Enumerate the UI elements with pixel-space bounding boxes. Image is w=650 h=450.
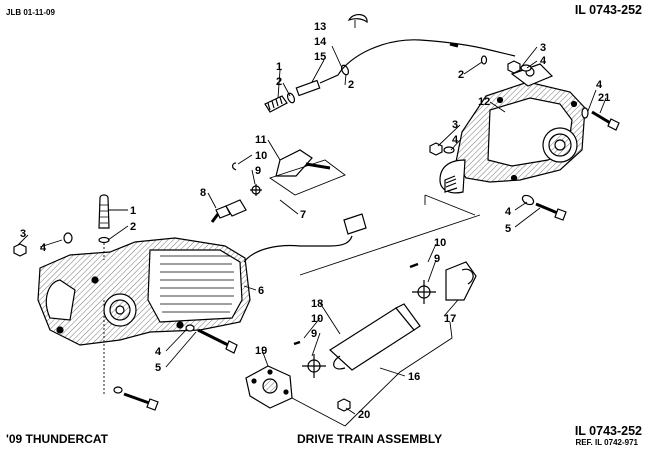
bolt-5-low bbox=[123, 392, 153, 406]
bolt-5-rear-head bbox=[554, 208, 567, 221]
callout-5-front: 5 bbox=[155, 362, 161, 374]
callout-2-top-b: 2 bbox=[348, 79, 354, 91]
nut-3b bbox=[429, 142, 443, 156]
harness-connector bbox=[343, 213, 367, 235]
callout-5-rear: 5 bbox=[505, 223, 511, 235]
callout-21: 21 bbox=[598, 92, 610, 104]
footer-illustration-id: IL 0743-252 bbox=[574, 424, 642, 438]
callout-4-rear-d: 4 bbox=[505, 206, 512, 218]
callout-8: 8 bbox=[200, 187, 206, 199]
callout-19: 19 bbox=[255, 345, 267, 357]
callout-4-rear-a: 4 bbox=[540, 55, 547, 67]
callout-9-mid: 9 bbox=[311, 328, 317, 340]
bolt-20 bbox=[337, 398, 351, 412]
washer-4-front bbox=[63, 232, 73, 244]
callout-4-front-b: 4 bbox=[155, 346, 162, 358]
callout-18: 18 bbox=[311, 298, 323, 310]
washer-2-front bbox=[98, 236, 110, 244]
callout-10-right: 10 bbox=[434, 237, 446, 249]
bolt-5-front bbox=[197, 328, 231, 348]
callout-2-top-a: 2 bbox=[276, 76, 282, 88]
snap-ring-10 bbox=[232, 162, 237, 171]
washer-2b bbox=[340, 64, 350, 76]
leader-lines bbox=[17, 20, 607, 415]
breather-boot bbox=[98, 194, 110, 229]
callout-3-rear-a: 3 bbox=[540, 42, 546, 54]
rear-fasteners bbox=[429, 60, 620, 221]
illustration-id: IL 0743-252 bbox=[574, 3, 642, 17]
callout-7: 7 bbox=[300, 209, 306, 221]
doc-code: JLB 01-11-09 bbox=[6, 8, 55, 17]
washer-4c bbox=[443, 146, 455, 154]
callout-4-rear-c: 4 bbox=[452, 134, 459, 146]
front-driveshaft bbox=[210, 149, 346, 223]
bolt-5-rear bbox=[535, 202, 561, 216]
callout-6: 6 bbox=[258, 285, 264, 297]
shaft-bracket bbox=[268, 159, 346, 196]
callout-12: 12 bbox=[478, 96, 490, 108]
diagram-title: DRIVE TRAIN ASSEMBLY bbox=[297, 432, 443, 446]
callout-16: 16 bbox=[408, 371, 420, 383]
yoke-17 bbox=[445, 261, 477, 301]
callout-10-mid: 10 bbox=[311, 313, 323, 325]
speed-cable bbox=[319, 39, 516, 84]
nut-3a bbox=[507, 60, 521, 74]
washer-2a bbox=[286, 92, 296, 104]
bolt-5-front-head bbox=[225, 340, 238, 354]
washer-4-front-b bbox=[185, 324, 195, 332]
callout-1-front: 1 bbox=[130, 205, 136, 217]
callout-11: 11 bbox=[255, 134, 267, 146]
cable-clip bbox=[347, 14, 368, 24]
callout-17: 17 bbox=[444, 313, 456, 325]
front-fasteners bbox=[13, 194, 238, 411]
callout-3-front: 3 bbox=[20, 228, 26, 240]
cable-boot bbox=[264, 95, 288, 113]
bolt-21-head bbox=[607, 118, 620, 131]
callout-1-top: 1 bbox=[276, 61, 282, 73]
speed-sensor-cable bbox=[264, 14, 516, 113]
callout-20: 20 bbox=[358, 409, 370, 421]
snap-ring-mid bbox=[293, 340, 301, 346]
slip-shaft-18 bbox=[329, 307, 415, 371]
rear-driveshaft bbox=[245, 194, 481, 427]
callout-9-upper: 9 bbox=[255, 165, 261, 177]
callout-13: 13 bbox=[314, 21, 326, 33]
washer-2c bbox=[480, 55, 488, 65]
washer-4d bbox=[521, 194, 535, 206]
callout-2-top-c: 2 bbox=[458, 69, 464, 81]
nut-3-front bbox=[13, 243, 27, 257]
callout-3-rear-b: 3 bbox=[452, 119, 458, 131]
callout-15: 15 bbox=[314, 51, 326, 63]
rear-gear-case bbox=[439, 63, 586, 194]
sensor-harness bbox=[243, 235, 353, 263]
bolt-21 bbox=[591, 110, 613, 126]
model-name: '09 THUNDERCAT bbox=[6, 432, 108, 446]
washer-4b bbox=[581, 107, 589, 119]
bolt-5-low-head bbox=[146, 398, 159, 411]
callout-4-rear-b: 4 bbox=[596, 79, 603, 91]
callout-14: 14 bbox=[314, 36, 327, 48]
snap-ring-right bbox=[409, 262, 419, 269]
callout-10-upper: 10 bbox=[255, 150, 267, 162]
cable-fitting bbox=[295, 79, 321, 97]
callout-2-front: 2 bbox=[130, 221, 136, 233]
callout-4-front: 4 bbox=[40, 242, 47, 254]
reference-id: REF. IL 0742-971 bbox=[575, 438, 638, 447]
front-gear-case bbox=[37, 237, 251, 346]
callout-9-right: 9 bbox=[434, 253, 440, 265]
washer-4-low bbox=[113, 386, 123, 394]
callouts: 1 2 15 14 13 2 2 3 4 4 21 12 3 4 4 5 11 … bbox=[20, 21, 610, 421]
